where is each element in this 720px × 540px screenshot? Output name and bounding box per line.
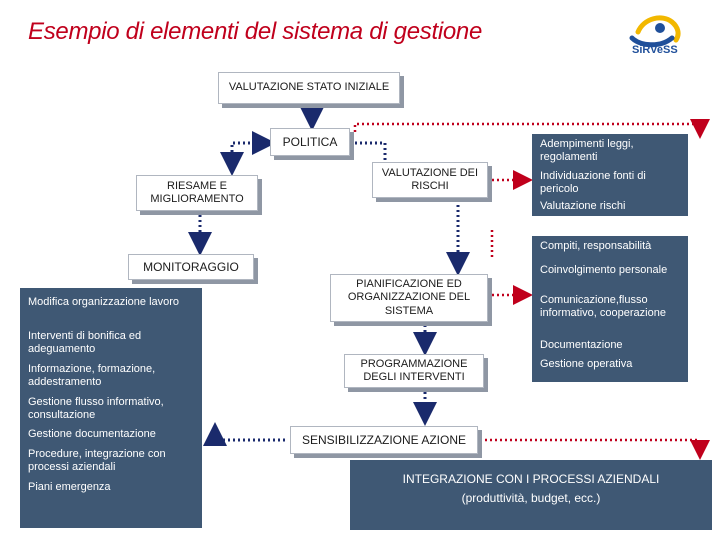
box-riesame-label: RIESAME E MIGLIORAMENTO: [150, 179, 244, 205]
box-riesame: RIESAME E MIGLIORAMENTO: [136, 175, 258, 211]
left-panel-item: Procedure, integrazione con processi azi…: [28, 448, 166, 473]
right-panel-top-item: Valutazione rischi: [540, 200, 626, 212]
left-panel-item: Gestione documentazione: [28, 428, 156, 440]
right-panel-bottom-item: Documentazione: [540, 339, 623, 351]
right-panel-bottom-item: Comunicazione,flusso informativo, cooper…: [540, 294, 666, 319]
box-monitoraggio: MONITORAGGIO: [128, 254, 254, 280]
page-title: Esempio di elementi del sistema di gesti…: [28, 18, 483, 45]
right-panel-bottom-item: Compiti, responsabilità: [540, 240, 652, 252]
right-panel-bottom-item: Gestione operativa: [540, 358, 633, 370]
sirvess-logo-icon: [629, 15, 681, 48]
right-panel-top-item: Individuazione fonti di pericolo: [540, 170, 646, 195]
integration-line1: INTEGRAZIONE CON I PROCESSI AZIENDALI: [402, 472, 660, 486]
left-panel: Modifica organizzazione lavoro Intervent…: [20, 288, 202, 528]
box-valutazione-iniziale-label: VALUTAZIONE STATO INIZIALE: [228, 81, 390, 94]
link-sensibilizzazione-left: [203, 422, 285, 446]
box-valutazione-rischi-label: VALUTAZIONE DEI RISCHI: [381, 166, 479, 192]
box-programmazione-label: PROGRAMMAZIONE DEGLI INTERVENTI: [360, 357, 468, 383]
right-panel-bottom-item: Coinvolgimento personale: [540, 264, 668, 276]
left-panel-item: Gestione flusso informativo, consultazio…: [28, 396, 164, 421]
box-valutazione-rischi: VALUTAZIONE DEI RISCHI: [372, 162, 488, 198]
box-pianificazione: PIANIFICAZIONE ED ORGANIZZAZIONE DEL SIS…: [330, 274, 488, 322]
box-valutazione-iniziale: VALUTAZIONE STATO INIZIALE: [218, 72, 400, 104]
box-politica-label: POLITICA: [282, 134, 338, 149]
link-politica-right-top: [353, 119, 710, 139]
box-politica: POLITICA: [270, 128, 350, 156]
box-sensibilizzazione: SENSIBILIZZAZIONE AZIONE: [290, 426, 478, 454]
box-sensibilizzazione-label: SENSIBILIZZAZIONE AZIONE: [301, 432, 467, 447]
link-politica-rischi: [345, 141, 387, 160]
right-panel-top: Adempimenti leggi, regolamenti Individua…: [532, 134, 688, 216]
integration-line2: (produttività, budget, ecc.): [461, 490, 601, 505]
box-pianificazione-label: PIANIFICAZIONE ED ORGANIZZAZIONE DEL SIS…: [347, 278, 471, 317]
link-politica-riesame: [220, 131, 276, 176]
integration-box: INTEGRAZIONE CON I PROCESSI AZIENDALI (p…: [350, 460, 712, 530]
box-programmazione: PROGRAMMAZIONE DEGLI INTERVENTI: [344, 354, 484, 388]
left-panel-item: Piani emergenza: [28, 481, 111, 493]
right-panel-top-item: Adempimenti leggi, regolamenti: [540, 138, 634, 163]
left-panel-item: Modifica organizzazione lavoro: [28, 296, 180, 308]
box-monitoraggio-label: MONITORAGGIO: [143, 259, 239, 274]
link-sensibilizzazione-integration: [480, 438, 710, 460]
right-panel-bottom: Compiti, responsabilità Coinvolgimento p…: [532, 236, 688, 382]
left-panel-item: Interventi di bonifica ed adeguamento: [28, 330, 142, 355]
logo-text: SiRVeSS: [632, 44, 678, 56]
left-panel-item: Informazione, formazione, addestramento: [28, 363, 156, 388]
